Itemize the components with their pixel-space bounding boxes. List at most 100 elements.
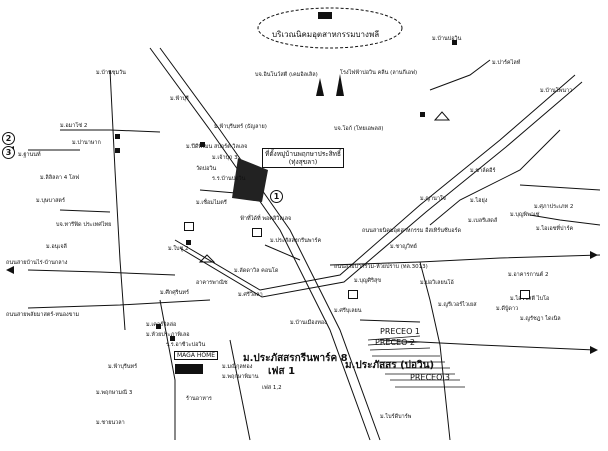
place-label: ม.พฤกษามณี 3 xyxy=(96,390,133,396)
place-label: ม.ชาญวิทย์ xyxy=(390,244,417,250)
road-3013 xyxy=(329,254,601,266)
place-label: ม.บุษบาสตร์ xyxy=(36,198,65,204)
landmark-icon xyxy=(170,336,175,341)
place-label: ร.ร.บ้านบ่อวิน xyxy=(212,176,246,182)
phase-12-label: เฟส 1,2 xyxy=(262,385,282,391)
road-south xyxy=(159,299,176,440)
road-label: ถนนสายพลัยมาสตร์-หนองขาม xyxy=(6,312,80,318)
building-icon xyxy=(252,228,262,237)
place-label: บจ.โอก้ (โทยเอพลส) xyxy=(334,126,384,132)
place-label: ม.พฤกษาพิมาน xyxy=(222,374,259,380)
road-upper-left xyxy=(60,129,161,133)
place-label: ม.ไบร์ดีบาร์พ xyxy=(380,414,412,420)
place-label: ม.ปีดีพีไมน สปอร์ต วิลเลจ xyxy=(186,144,248,150)
location-badge-2: 2 xyxy=(2,132,15,145)
place-label: ม.ญรัชฎา ไดเนิล xyxy=(520,316,561,322)
project-site-block xyxy=(232,158,268,202)
road-local-a xyxy=(264,244,301,261)
place-label: ม.เคอร์วิลล่อ xyxy=(146,322,177,328)
place-label: ม.บ้านบ่อวิน xyxy=(432,36,462,42)
hero-ph1-label: เฟส 1 xyxy=(268,366,296,377)
landmark-icon xyxy=(186,240,191,245)
place-label: ม.บุญศิริสุข xyxy=(354,278,382,284)
place-label: ม.บ้านโพนาว xyxy=(540,88,573,94)
location-badge-1: 1 xyxy=(270,190,283,203)
place-label: ม.ศรีบุเลยน xyxy=(334,308,362,314)
place-label: ม.ญรีเวอร์ไวเยส xyxy=(438,302,477,308)
landmark-icon xyxy=(156,324,161,329)
landmark-icon xyxy=(420,112,425,117)
place-label: ม.ฟ้าบุรีนทร์ xyxy=(108,364,138,370)
maga-home-label: MAGA HOME xyxy=(174,351,219,360)
arrow-right-icon xyxy=(590,251,598,259)
industrial-area-label: บริเวณนิคมอุตสาหกรรมบางพลี xyxy=(272,30,380,39)
place-label: ม.ศุภาประเภท 2 xyxy=(534,204,574,210)
road-south-b xyxy=(229,339,251,441)
preceo-1-label: PRECEO 1 xyxy=(380,327,421,336)
place-label: ม.ใบชู 2 xyxy=(168,246,189,252)
place-label: ม.เชื่อมไมตรี xyxy=(196,200,227,206)
place-label: ม.ศรีวิลลา xyxy=(238,292,263,298)
place-label: ม.ห้วยประภาพิเลอ xyxy=(146,332,190,338)
place-label: ม.ฐานนท์ xyxy=(18,152,41,158)
place-label: ม.ศึกศุรินทร์ xyxy=(160,290,189,296)
landmark-icon xyxy=(115,134,120,139)
landmark-icon xyxy=(200,142,205,147)
factory-icon xyxy=(318,12,332,19)
place-label: โรงไฟฟ้าบ่อวิน คลีน (ลานกีเอฟ) xyxy=(340,70,418,76)
building-icon xyxy=(520,290,530,299)
place-label: ม.อมาโซ่ 2 xyxy=(60,123,88,129)
road-north xyxy=(429,59,491,91)
road-east xyxy=(379,339,596,351)
project-callout-text: ที่ตั้งหมู่บ้านพฤกษาประสิทธิ์ (ทุ่งสุขลา… xyxy=(265,150,341,166)
place-label: ม.ปาร์คไลท์ xyxy=(492,60,521,66)
place-label: ม.ไอโซสตี ไบโอ xyxy=(510,296,550,302)
roads xyxy=(27,47,601,441)
place-label: ม.ญานาใจ xyxy=(420,196,446,202)
place-label: ม.ฟ้าบุรีนทร์ (ธัญลาย) xyxy=(214,124,267,130)
temple-icon xyxy=(433,111,451,121)
project-callout: ที่ตั้งหมู่บ้านพฤกษาประสิทธิ์ (ทุ่งสุขลา… xyxy=(262,148,344,168)
industrial-area-cloud xyxy=(257,7,403,49)
place-label: ร้านอาหาร xyxy=(186,396,212,402)
landmark-icon xyxy=(115,148,120,153)
place-label: ม.อาคารกานต์ 2 xyxy=(508,272,549,278)
place-label: ร.ร.อาชีวะบ่อวิน xyxy=(166,342,206,348)
place-label: ม.ปานาษาก xyxy=(72,140,101,146)
place-label: อาคารพาณิช xyxy=(196,280,228,286)
hero-prakasit-label: ม.ประภัสสร (บ่อวิน) xyxy=(345,360,435,371)
place-label: ม.มณีกุลทอง xyxy=(222,364,253,370)
place-label: ม.ชายนวลา xyxy=(96,420,125,426)
place-label: ม.ไฮยุ่ง xyxy=(470,198,488,204)
road-label: ถนนสายนิคมอุตสาหกรรม อีสเทิร์นซีบอร์ด xyxy=(362,228,462,234)
temple-icon xyxy=(198,254,216,263)
place-label: ม.ดีบู้ดาว xyxy=(496,306,519,312)
place-label: ม.เบลรีเสดส์ xyxy=(468,218,498,224)
road-east-mid xyxy=(529,214,601,226)
main-road-b xyxy=(159,47,381,441)
road-mid-left xyxy=(27,269,176,276)
place-label: ม.ลิลิลลา 4 โลฟ xyxy=(40,175,80,181)
place-label: ฟ้าที่ได้ที่ พอคลิวิลเลจ xyxy=(240,216,292,222)
road-right-south xyxy=(419,261,451,441)
place-label: บจ.อินโนว์สตี (เคมอิลเลิล) xyxy=(255,72,318,78)
power-tower-icon xyxy=(316,78,324,96)
road-local-c xyxy=(59,209,111,213)
place-label: ม.บ่อวิเลยนโอ้ xyxy=(420,280,454,286)
building-icon xyxy=(348,290,358,299)
place-label: ม.บุญพิพาเซ่ xyxy=(510,212,540,218)
hero-ph8-label: ม.ประภัสสรกรีนพาร์ค 8 xyxy=(243,353,348,364)
preceo-3-label: PRECEO 3 xyxy=(410,373,451,382)
highway-a xyxy=(174,74,576,291)
place-label: ม.ฟ้าบุรี xyxy=(170,96,189,102)
main-road-a xyxy=(149,47,371,441)
place-label: ม.ประสัสสรกรีนพาร์ค xyxy=(270,238,322,244)
precio-lots xyxy=(367,335,465,388)
place-label: ม.บ้านเมืองทอง xyxy=(290,320,327,326)
place-label: ม.บ้านชุมวัน xyxy=(96,70,126,76)
road-label: ถนนสายปากร่วม-ห้วยปราบ (ทล.3013) xyxy=(334,264,428,270)
arrow-right-icon xyxy=(590,346,598,354)
road-east-upper xyxy=(519,184,601,191)
landmark-icon xyxy=(452,40,457,45)
